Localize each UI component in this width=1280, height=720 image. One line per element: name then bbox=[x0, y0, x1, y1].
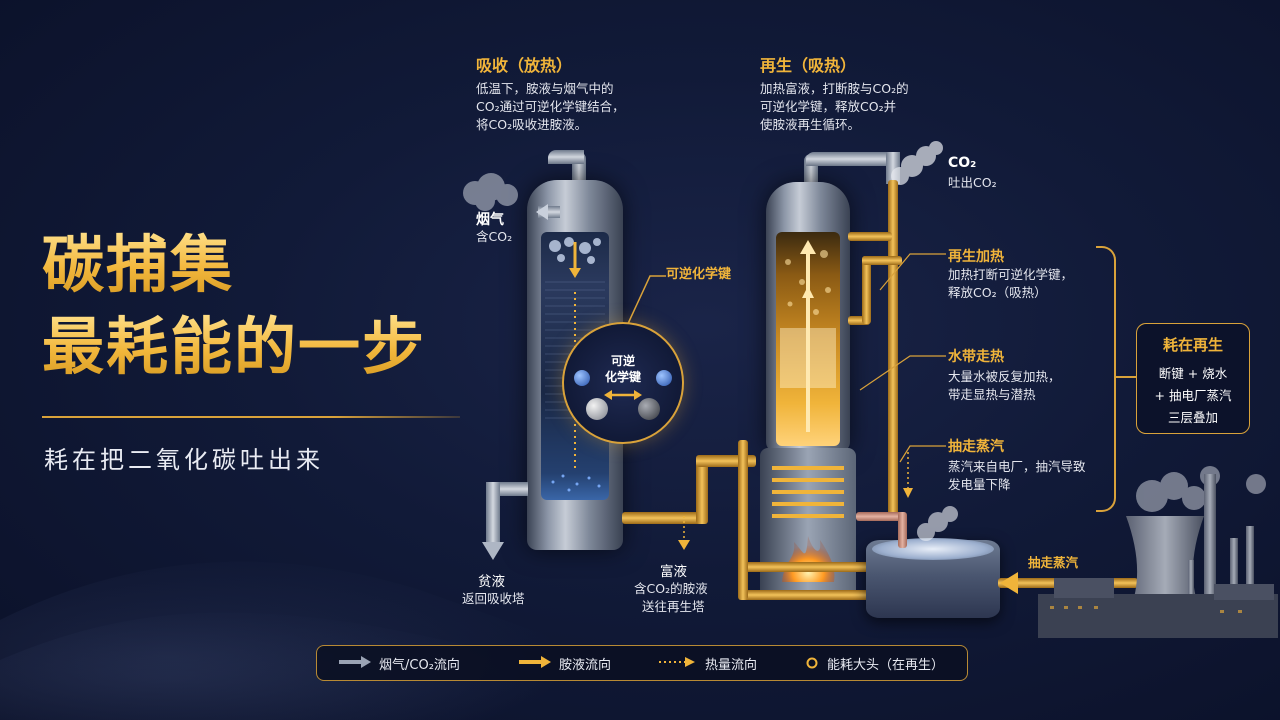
legend-amine-arrow-icon bbox=[519, 656, 551, 668]
absorb-line-2: CO₂通过可逆化学键结合， bbox=[476, 99, 625, 114]
legend-amine-label: 胺液流向 bbox=[559, 658, 612, 673]
fire-icon bbox=[782, 536, 835, 582]
tank-feed-pipe-v bbox=[898, 512, 907, 548]
energy-box-line-3: 三层叠加 bbox=[1167, 410, 1218, 425]
callout-regen-heat-line-1: 加热打断可逆化学键， bbox=[948, 267, 1074, 282]
absorb-line-1: 低温下，胺液与烟气中的 bbox=[476, 81, 614, 96]
callout-bracket bbox=[1096, 246, 1116, 512]
rich-flow-arrow bbox=[678, 516, 690, 550]
callout-steam-line-2: 发电量下降 bbox=[948, 477, 1011, 492]
regen-top-pipe-h bbox=[806, 152, 898, 166]
steam-extract-arrow bbox=[1000, 572, 1018, 594]
flue-gas-arrow bbox=[536, 204, 548, 220]
reboiler-side-pipe bbox=[738, 440, 748, 600]
callout-steam-heading: 抽走蒸汽 bbox=[948, 439, 1004, 455]
legend-heat-label: 热量流向 bbox=[705, 658, 758, 673]
callout-regen-heat-line-2: 释放CO₂（吸热） bbox=[948, 285, 1047, 300]
steam-extract-label: 抽走蒸汽 bbox=[1028, 555, 1079, 570]
tank-feed-pipe bbox=[856, 512, 906, 521]
legend: 烟气/CO₂流向 胺液流向 热量流向 能耗大头（在再生） bbox=[316, 645, 968, 681]
bracket-tip bbox=[1114, 376, 1136, 378]
flue-gas-sub: 含CO₂ bbox=[476, 229, 513, 244]
regen-side-link-1 bbox=[848, 232, 892, 241]
regen-side-link-3 bbox=[862, 256, 871, 324]
lean-down-arrow bbox=[482, 542, 504, 560]
rich-sub-1: 含CO₂的胺液 bbox=[634, 581, 708, 596]
circle-label-2: 化学键 bbox=[604, 370, 641, 384]
energy-box-line-2: + 抽电厂蒸汽 bbox=[1154, 388, 1232, 403]
circle-label-1: 可逆 bbox=[610, 354, 635, 368]
power-plant-icon bbox=[1038, 466, 1278, 638]
regen-line-2: 可逆化学键，释放CO₂并 bbox=[760, 99, 897, 114]
reboiler-coils bbox=[772, 466, 844, 518]
rich-label: 富液 bbox=[660, 564, 687, 580]
co2-sub: 吐出CO₂ bbox=[948, 175, 997, 190]
atom-gray-left bbox=[586, 398, 608, 420]
atom-blue-left bbox=[574, 370, 590, 386]
callout-pointers bbox=[859, 253, 946, 498]
regen-line-3: 使胺液再生循环。 bbox=[760, 117, 861, 132]
atom-dark-right bbox=[638, 398, 660, 420]
callout-steam-line-1: 蒸汽来自电厂，抽汽导致 bbox=[948, 459, 1086, 474]
callout-water-desc: 大量水被反复加热， 带走显热与潜热 bbox=[948, 368, 1061, 404]
lean-label: 贫液 bbox=[478, 574, 505, 590]
legend-gas-arrow-icon bbox=[339, 656, 371, 668]
regen-side-link-4 bbox=[862, 256, 902, 265]
title-divider bbox=[42, 416, 460, 418]
energy-box-line-1: 断键 + 烧水 bbox=[1158, 366, 1228, 381]
flue-gas-label: 烟气 bbox=[476, 212, 504, 228]
callout-water-heading: 水带走热 bbox=[948, 349, 1004, 365]
legend-energy-label: 能耗大头（在再生） bbox=[827, 658, 945, 673]
regen-description: 加热富液，打断胺与CO₂的 可逆化学键，释放CO₂并 使胺液再生循环。 bbox=[760, 80, 909, 134]
rich-pipe-v bbox=[696, 462, 708, 524]
absorb-heading: 吸收（放热） bbox=[476, 56, 573, 75]
energy-summary-box: 耗在再生 断键 + 烧水 + 抽电厂蒸汽 三层叠加 bbox=[1136, 323, 1250, 434]
reversible-bond-label: 可逆化学键 bbox=[666, 267, 732, 282]
energy-box-heading: 耗在再生 bbox=[1162, 336, 1223, 354]
lean-outlet-pipe-v bbox=[486, 482, 500, 542]
absorb-line-3: 将CO₂吸收进胺液。 bbox=[476, 117, 588, 132]
flue-gas-smoke-icon bbox=[463, 173, 518, 211]
legend-heat-arrow-icon bbox=[659, 657, 695, 667]
legend-energy-dot-icon bbox=[806, 657, 818, 669]
double-arrow-icon bbox=[604, 390, 642, 400]
callout-water-line-1: 大量水被反复加热， bbox=[948, 369, 1061, 384]
title-line-2: 最耗能的一步 bbox=[42, 310, 427, 383]
regen-side-riser bbox=[888, 180, 898, 520]
regen-line-1: 加热富液，打断胺与CO₂的 bbox=[760, 81, 909, 96]
background-wave bbox=[0, 561, 560, 720]
co2-label: CO₂ bbox=[948, 155, 977, 171]
title-line-1: 碳捕集 bbox=[42, 228, 235, 301]
callout-steam-desc: 蒸汽来自电厂，抽汽导致 发电量下降 bbox=[948, 458, 1086, 494]
subtitle: 耗在把二氧化碳吐出来 bbox=[44, 446, 324, 474]
callout-regen-heat-heading: 再生加热 bbox=[948, 249, 1004, 265]
atom-blue-right bbox=[656, 370, 672, 386]
absorber-top-pipe-bend bbox=[548, 150, 584, 164]
rich-sub-2: 送往再生塔 bbox=[642, 599, 705, 614]
regenerator-internals bbox=[780, 240, 836, 432]
lean-sub: 返回吸收塔 bbox=[462, 591, 525, 606]
regen-heading: 再生（吸热） bbox=[760, 56, 857, 75]
legend-gas-label: 烟气/CO₂流向 bbox=[379, 658, 460, 673]
rich-pipe-h bbox=[622, 512, 706, 524]
callout-water-line-2: 带走显热与潜热 bbox=[948, 387, 1036, 402]
absorb-description: 低温下，胺液与烟气中的 CO₂通过可逆化学键结合， 将CO₂吸收进胺液。 bbox=[476, 80, 625, 134]
regenerator-window bbox=[776, 232, 840, 446]
tank-steam-icon bbox=[917, 506, 958, 541]
reboiler-base-ring bbox=[740, 562, 876, 572]
reversible-bond-circle: 可逆 化学键 bbox=[562, 322, 684, 444]
co2-steam-icon bbox=[891, 141, 943, 185]
callout-regen-heat-desc: 加热打断可逆化学键， 释放CO₂（吸热） bbox=[948, 266, 1073, 302]
regen-side-link-2 bbox=[848, 316, 870, 325]
reboiler-base-ring-2 bbox=[740, 590, 876, 600]
